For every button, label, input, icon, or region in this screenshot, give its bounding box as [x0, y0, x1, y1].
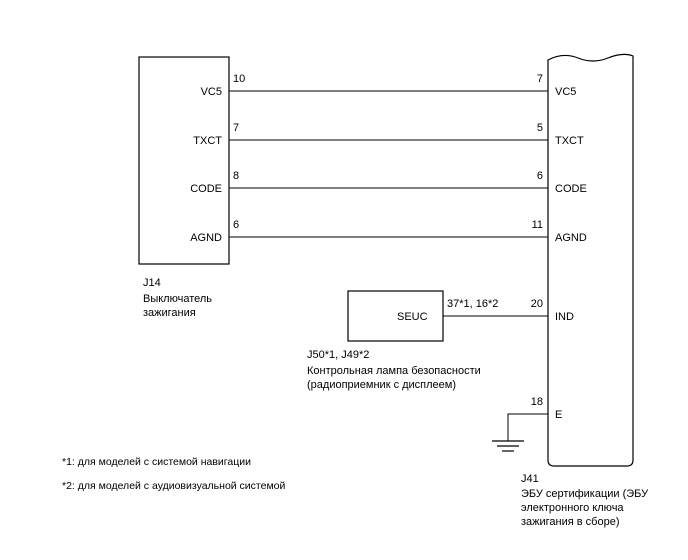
left-signal-txct: TXCT [193, 135, 222, 147]
seuc-connector-id: J50*1, J49*2 [307, 349, 369, 361]
j41-name-line-1: ЭБУ сертификации (ЭБУ [521, 488, 649, 500]
j41-id: J41 [521, 473, 539, 485]
j14-id: J14 [143, 277, 161, 289]
j41-name-line-3: зажигания в сборе) [521, 516, 620, 528]
left-pin-txct: 7 [233, 122, 239, 134]
seuc-name-line-1: Контрольная лампа безопасности [307, 365, 481, 377]
j41-name-line-2: электронного ключа [521, 502, 624, 514]
ignition-switch-box [138, 56, 230, 265]
right-signal-txct: TXCT [555, 135, 584, 147]
right-pin-txct: 5 [537, 122, 543, 134]
j14-name-line-1: Выключатель [143, 293, 212, 305]
left-pin-code: 8 [233, 170, 239, 182]
left-signal-agnd: AGND [190, 232, 222, 244]
footnote-2: *2: для моделей с аудиовизуальной систем… [62, 480, 286, 492]
seuc-pin: 37*1, 16*2 [447, 298, 498, 310]
j14-name-line-2: зажигания [143, 307, 196, 319]
left-signal-code: CODE [190, 183, 222, 195]
left-signal-vc5: VC5 [201, 86, 222, 98]
right-signal-agnd: AGND [555, 232, 587, 244]
seuc-label: SEUC [397, 311, 428, 323]
wire-ground [507, 413, 548, 441]
right-signal-ind: IND [555, 311, 574, 323]
right-pin-code: 6 [537, 170, 543, 182]
right-signal-e: E [555, 409, 562, 421]
security-indicator-box [347, 290, 444, 342]
left-pin-vc5: 10 [233, 73, 245, 85]
right-signal-vc5: VC5 [555, 86, 576, 98]
footnote-1: *1: для моделей с системой навигации [62, 456, 251, 468]
right-signal-code: CODE [555, 183, 587, 195]
right-pin-e: 18 [531, 396, 543, 408]
right-pin-agnd: 11 [532, 219, 543, 231]
right-pin-vc5: 7 [537, 73, 543, 85]
right-pin-ind: 20 [531, 298, 543, 310]
seuc-name-line-2: (радиоприемник с дисплеем) [307, 379, 456, 391]
certification-ecu-box [547, 53, 634, 467]
left-pin-agnd: 6 [233, 219, 239, 231]
